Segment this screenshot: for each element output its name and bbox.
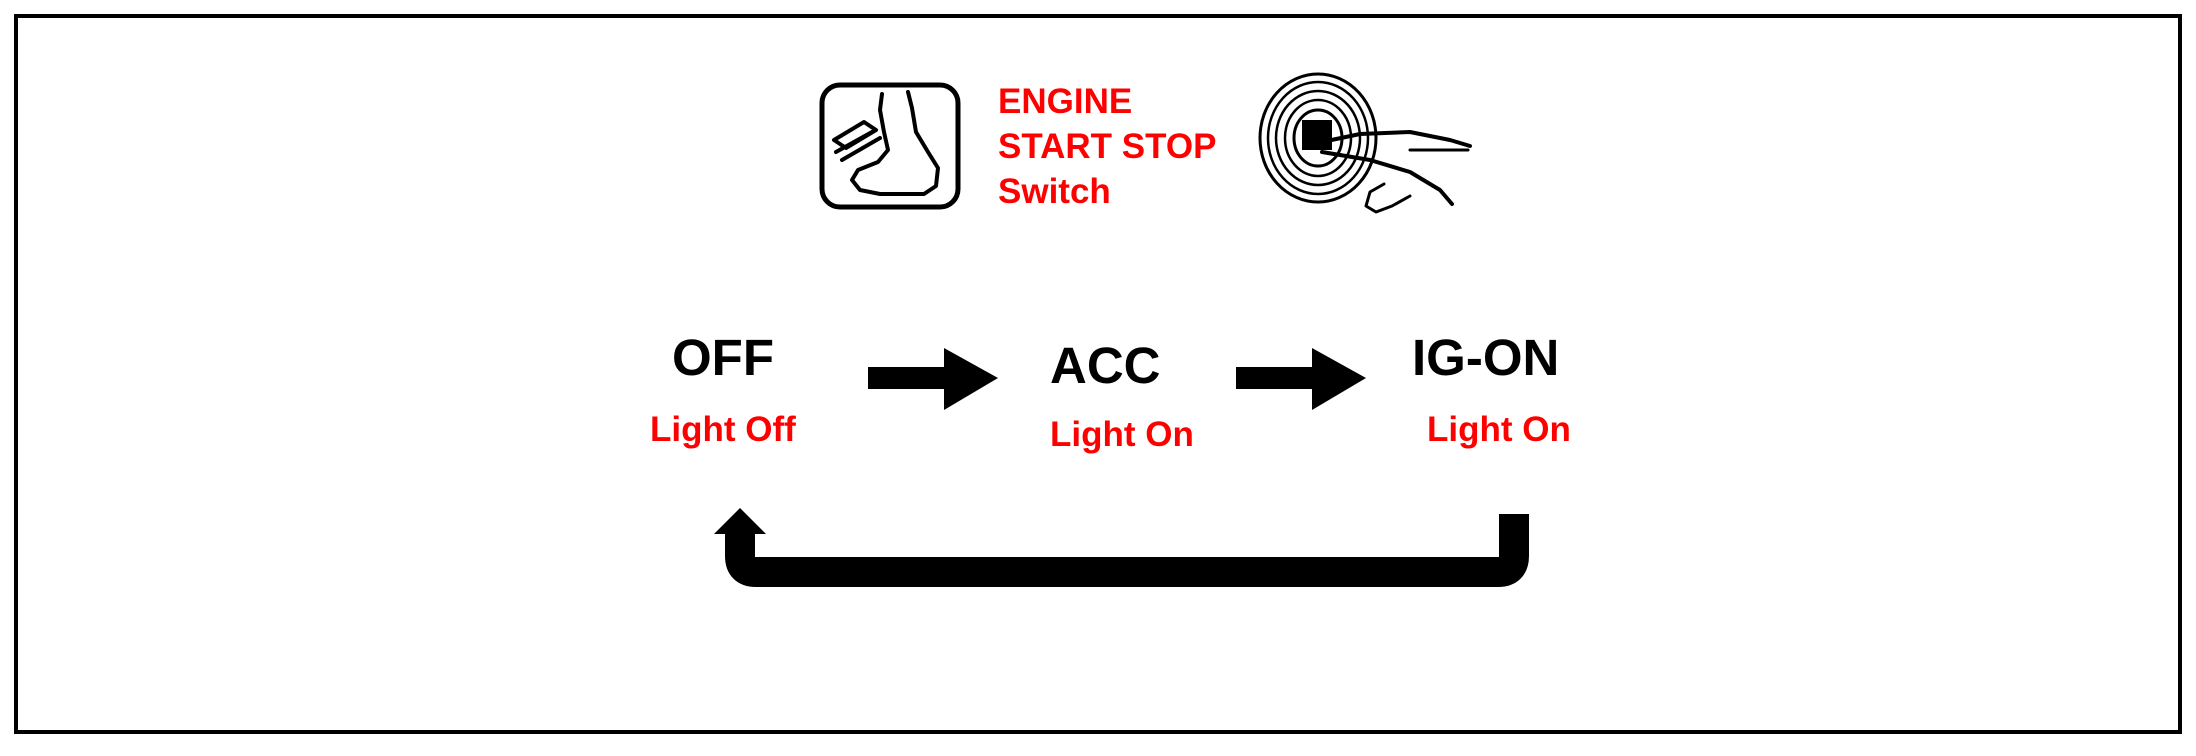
state-off-light: Light Off — [650, 410, 796, 449]
state-ig-on-label: IG-ON — [1412, 329, 1560, 386]
return-arrow-ig-on-to-off — [714, 508, 1529, 587]
switch-title-line-1: ENGINE — [998, 82, 1133, 121]
foot-brake-pedal-icon — [819, 82, 961, 210]
arrow-acc-to-ig-on — [1236, 348, 1366, 410]
state-acc-label: ACC — [1050, 337, 1161, 394]
state-ig-on-light: Light On — [1427, 410, 1571, 449]
arrow-off-to-acc — [868, 348, 998, 410]
state-acc-light: Light On — [1050, 415, 1194, 454]
state-off-label: OFF — [672, 329, 774, 386]
switch-title-line-2: START STOP — [998, 127, 1217, 166]
push-button-finger-icon — [1258, 72, 1472, 214]
diagram-frame — [14, 14, 2182, 734]
switch-title-line-3: Switch — [998, 172, 1111, 211]
